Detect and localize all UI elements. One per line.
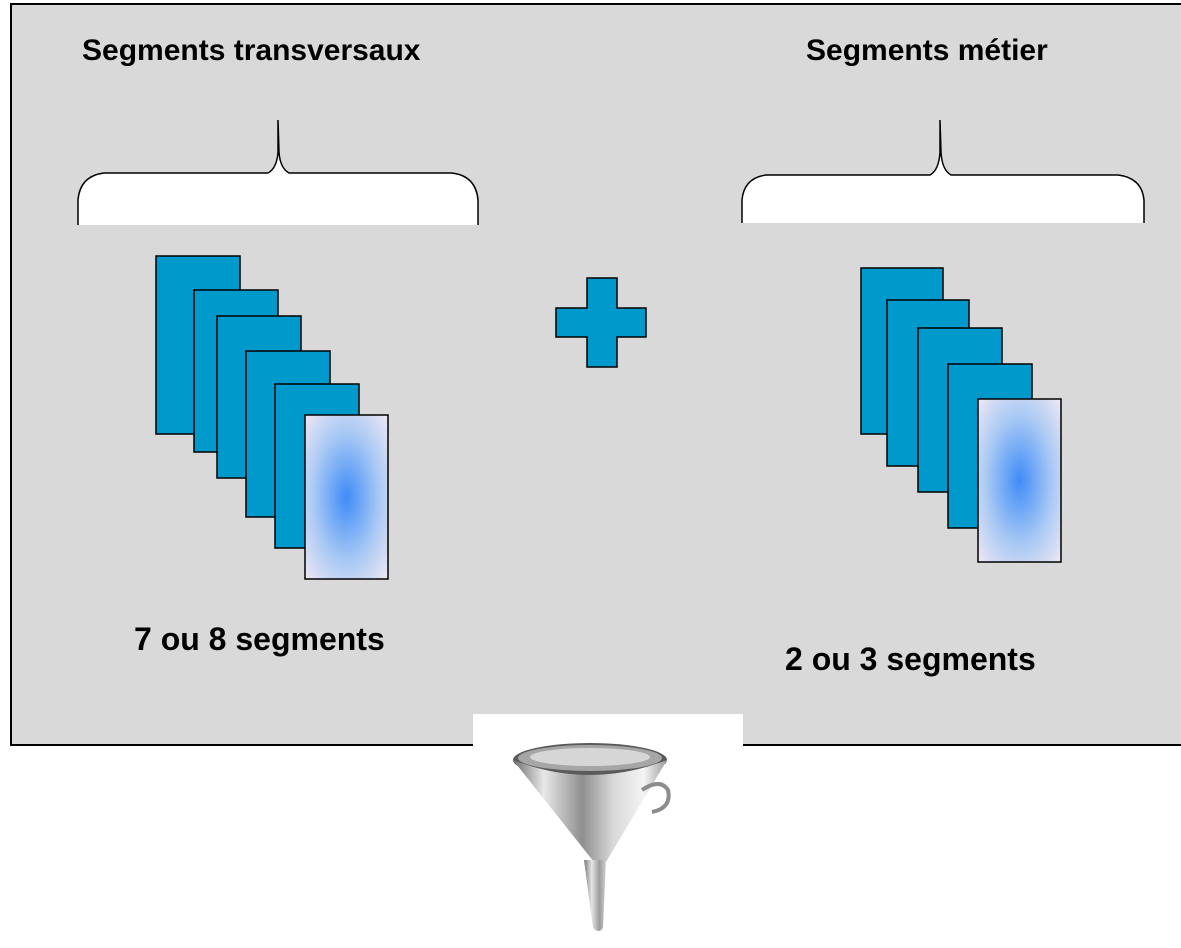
right-group-count: 2 ou 3 segments: [785, 641, 1036, 677]
highlighted-segment-card: [304, 414, 389, 580]
highlighted-segment-card: [977, 398, 1062, 563]
right-segment-stack: [860, 267, 1062, 563]
right-group-title: Segments métier: [806, 34, 1048, 67]
left-brace: [77, 119, 479, 227]
funnel-icon: [473, 714, 743, 943]
plus-icon: [555, 277, 647, 368]
left-group-count: 7 ou 8 segments: [134, 621, 385, 657]
right-brace: [741, 119, 1145, 225]
left-group-title: Segments transversaux: [82, 34, 421, 67]
left-segment-stack: [155, 255, 389, 580]
